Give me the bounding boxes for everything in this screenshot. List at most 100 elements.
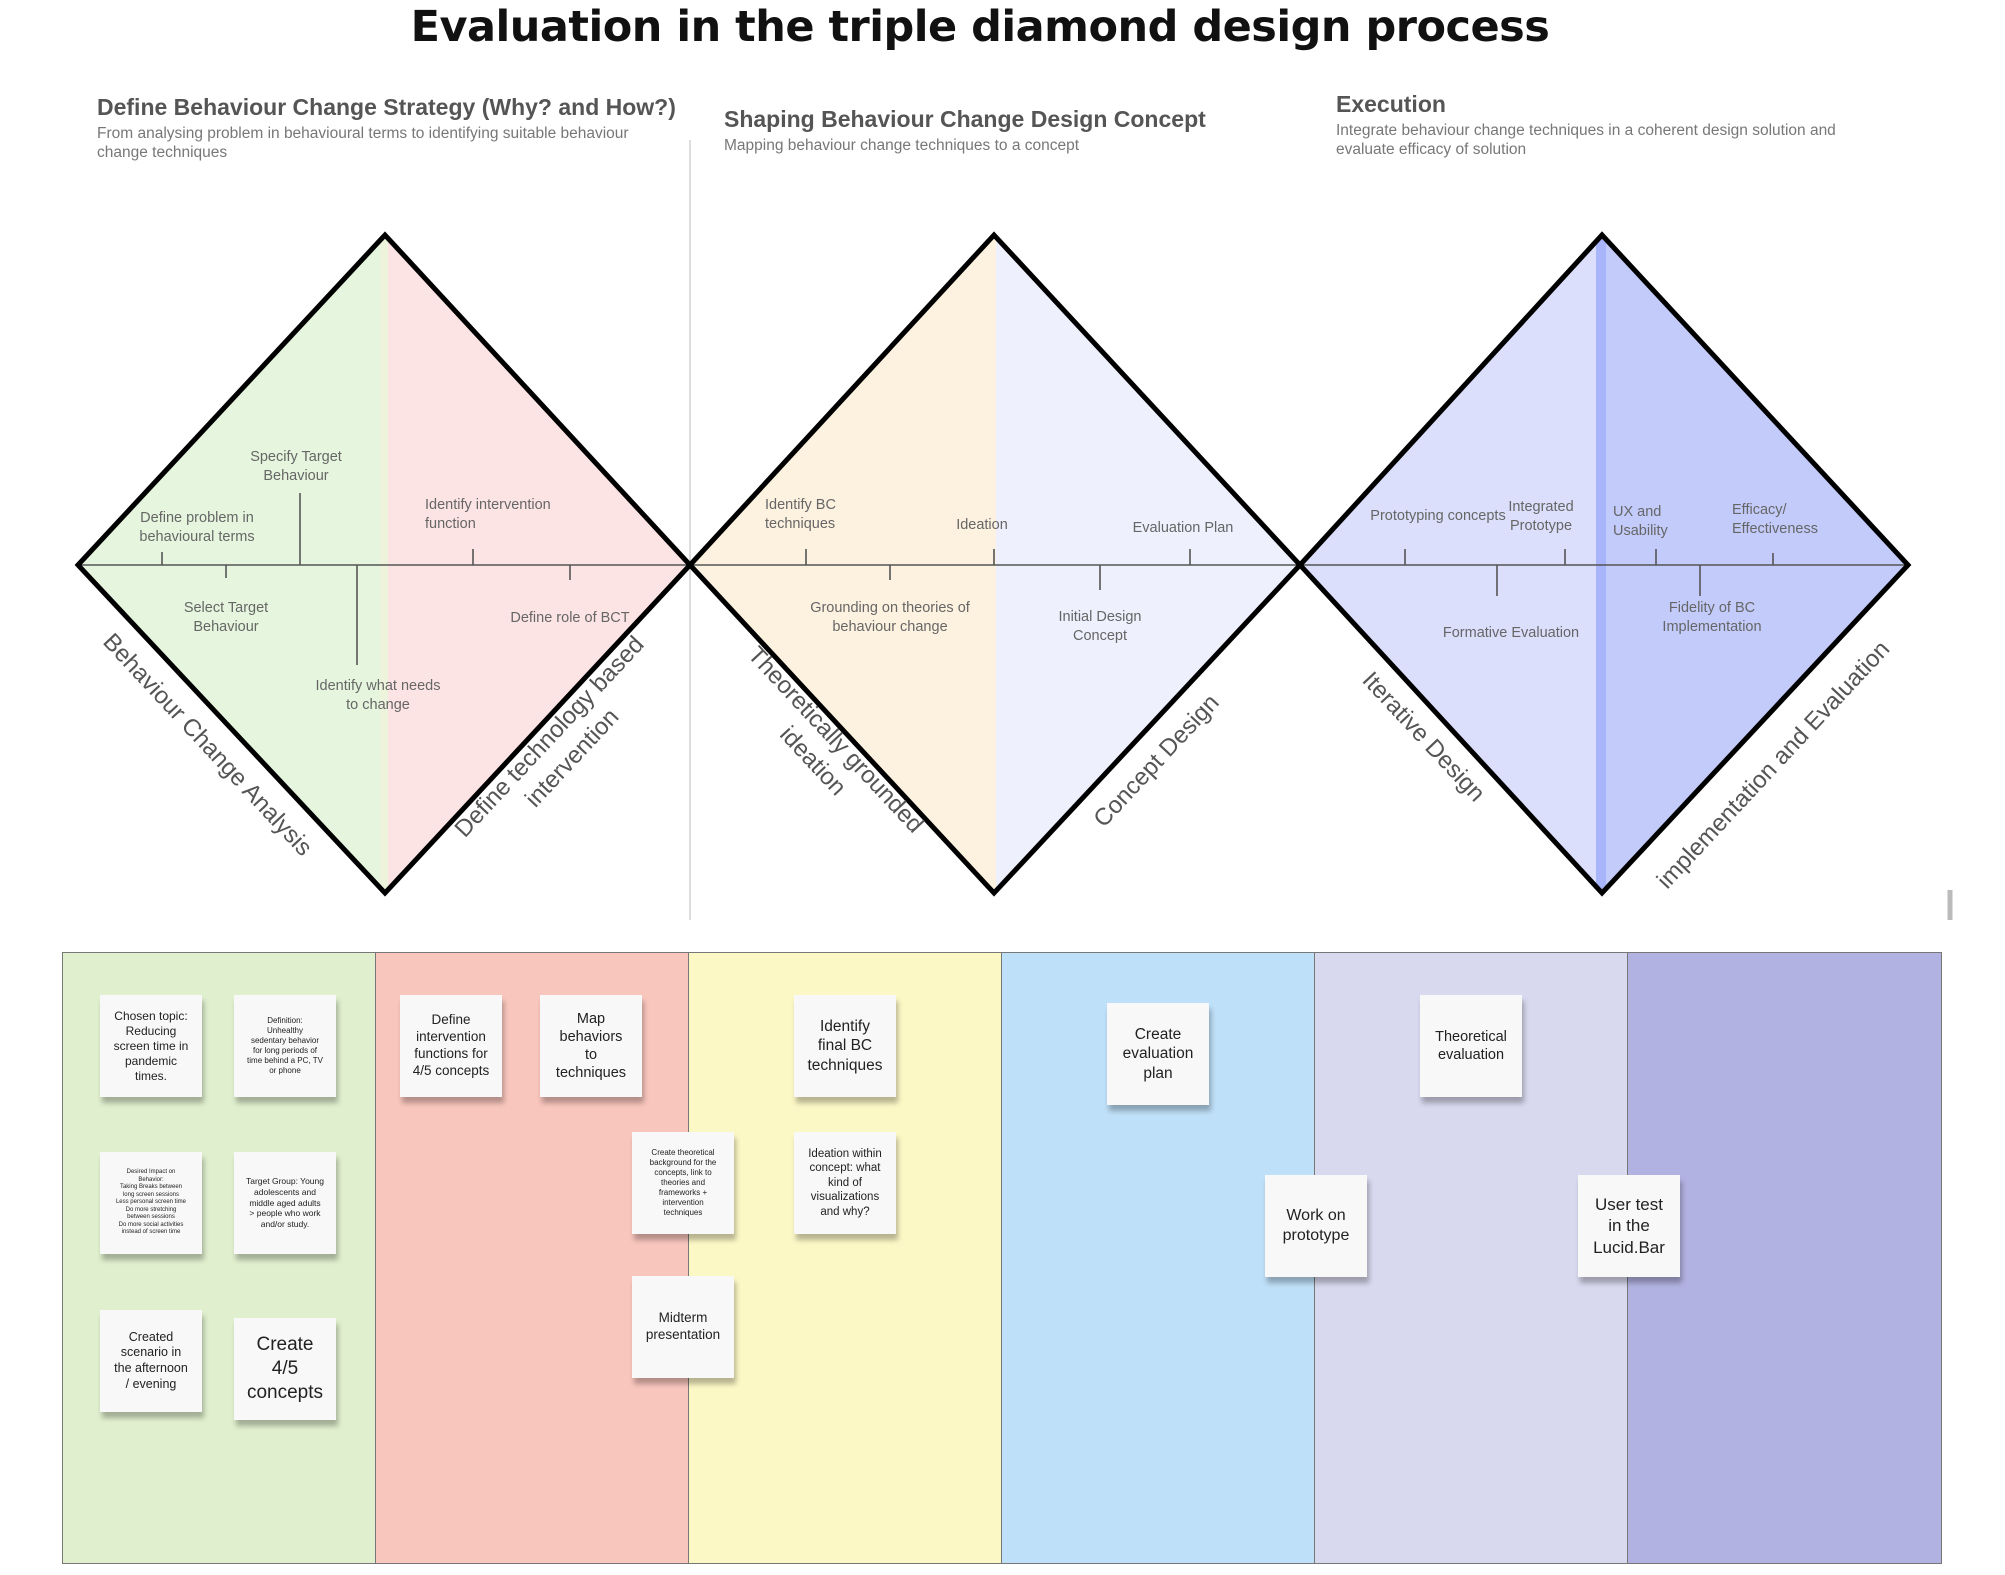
note-line: and why? [820,1205,870,1218]
note-line: Chosen topic: [114,1008,188,1023]
note-line: pandemic [124,1053,177,1068]
phase-title: Define Behaviour Change Strategy (Why? a… [97,94,676,120]
note-line: Create theoretical [651,1148,715,1157]
note-line: sedentary behavior [250,1036,320,1045]
note-line: prototype [1282,1227,1350,1244]
sticky-note-work-on-prototype[interactable]: Work on prototype [1265,1175,1367,1277]
note-text: Work on prototype [1283,1206,1350,1246]
main-title: Evaluation in the triple diamond design … [410,2,1550,52]
note-line: Less personal screen time [115,1199,187,1206]
note-line: middle aged adults [249,1197,321,1208]
step-ideation: Ideation [956,517,1008,533]
phase-subtitle: Integrate behaviour change techniques in… [1336,122,1836,158]
note-line: Behavior: [138,1176,164,1183]
note-line: frameworks + [658,1188,708,1197]
note-line: Taking Breaks between [119,1184,183,1191]
note-line: plan [1143,1064,1173,1082]
note-line: Unhealthy [266,1026,303,1035]
note-line: Create [256,1334,314,1356]
note-line: Do more social activities [118,1221,184,1228]
diamond-3-outline [1296,231,1912,897]
note-line: Lucid.Bar [1593,1237,1665,1257]
phase-subtitle: Mapping behaviour change techniques to a… [724,137,1080,154]
note-line: long screen sessions [122,1191,179,1198]
note-line: Created [128,1329,174,1344]
note-line: functions for [414,1046,488,1061]
note-line: / evening [125,1376,177,1391]
note-line: adolescents and [254,1187,316,1198]
note-line: or phone [269,1066,301,1075]
step-define-role-of-bct: Define role of BCT [510,610,629,626]
note-line: Work on [1286,1207,1346,1224]
note-line: intervention [416,1029,486,1045]
step-formative-evaluation: Formative Evaluation [1443,625,1579,641]
note-line: Midterm [658,1310,708,1326]
note-line: concepts [246,1381,324,1403]
note-line: between sessions [127,1214,175,1221]
note-line: Create [1134,1025,1182,1043]
note-line: Ideation within [808,1148,882,1161]
step-prototyping-concepts: Prototyping concepts [1370,508,1505,524]
note-line: and/or study. [260,1218,310,1229]
note-line: scenario in [120,1345,182,1360]
note-line: evaluation [1437,1047,1505,1063]
note-line: instead of screen time [121,1229,181,1236]
note-line: techniques [555,1065,627,1082]
phase-title: Shaping Behaviour Change Design Concept [724,106,1206,132]
note-line: Identify [820,1017,870,1035]
phase-execution: Execution Integrate behaviour change tec… [1336,90,1896,159]
note-line: Desired Impact on [126,1169,176,1176]
note-line: theories and [660,1178,706,1187]
note-line: screen time in [113,1038,189,1053]
note-line: Definition: [267,1016,303,1025]
note-line: 4/5 concepts [412,1062,490,1078]
note-line: 4/5 [271,1358,299,1380]
note-line: Define [431,1012,471,1028]
note-line: visualizations [810,1191,880,1204]
note-line: background for the [649,1158,717,1167]
note-line: to [584,1047,598,1063]
phase-shaping-concept: Shaping Behaviour Change Design Concept … [724,105,1284,155]
note-line: times. [134,1068,167,1083]
note-line: kind of [828,1176,862,1189]
note-line: Do more stretching [125,1206,177,1213]
note-line: time behind a PC, TV [247,1056,323,1065]
note-line: Target Group: Young [246,1176,324,1187]
